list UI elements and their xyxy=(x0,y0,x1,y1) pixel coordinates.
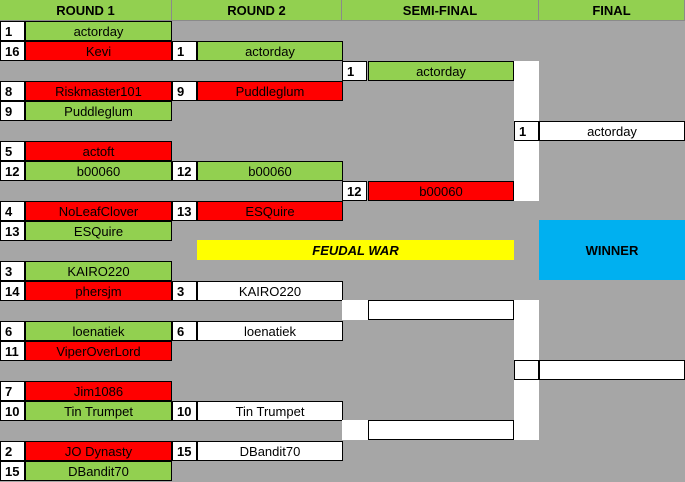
round1-seed: 16 xyxy=(0,41,25,61)
round2-seed: 3 xyxy=(172,281,197,301)
round2-player[interactable]: DBandit70 xyxy=(197,441,343,461)
round1-player[interactable]: actorday xyxy=(25,21,172,41)
round2-seed: 15 xyxy=(172,441,197,461)
bracket-connector xyxy=(342,420,368,440)
round1-player[interactable]: phersjm xyxy=(25,281,172,301)
round1-player[interactable]: loenatiek xyxy=(25,321,172,341)
round1-seed: 2 xyxy=(0,441,25,461)
round1-seed: 15 xyxy=(0,461,25,481)
round1-seed: 4 xyxy=(0,201,25,221)
round1-seed: 11 xyxy=(0,341,25,361)
round2-player[interactable]: b00060 xyxy=(197,161,343,181)
round1-player[interactable]: actoft xyxy=(25,141,172,161)
round1-player[interactable]: Puddleglum xyxy=(25,101,172,121)
final-player[interactable] xyxy=(539,360,685,380)
round2-player[interactable]: Tin Trumpet xyxy=(197,401,343,421)
header-semi-final: SEMI-FINAL xyxy=(342,0,539,21)
round1-seed: 9 xyxy=(0,101,25,121)
bracket-connector xyxy=(514,300,539,320)
semifinal-seed: 12 xyxy=(342,181,367,201)
bracket-connector xyxy=(514,320,539,360)
round1-player[interactable]: ViperOverLord xyxy=(25,341,172,361)
round1-player[interactable]: DBandit70 xyxy=(25,461,172,481)
round1-seed: 7 xyxy=(0,381,25,401)
round1-player[interactable]: NoLeafClover xyxy=(25,201,172,221)
round1-seed: 6 xyxy=(0,321,25,341)
round1-player[interactable]: b00060 xyxy=(25,161,172,181)
final-seed: 1 xyxy=(514,121,539,141)
round1-player[interactable]: ESQuire xyxy=(25,221,172,241)
semifinal-player[interactable] xyxy=(368,420,514,440)
round1-seed: 14 xyxy=(0,281,25,301)
bracket-connector xyxy=(514,181,539,201)
round2-seed: 13 xyxy=(172,201,197,221)
round1-player[interactable]: Kevi xyxy=(25,41,172,61)
bracket-connector xyxy=(514,141,539,181)
bracket-connector xyxy=(342,300,368,320)
semifinal-player[interactable] xyxy=(368,300,514,320)
bracket-connector xyxy=(514,81,539,121)
bracket-connector xyxy=(514,380,539,420)
semifinal-seed: 1 xyxy=(342,61,367,81)
round2-player[interactable]: Puddleglum xyxy=(197,81,343,101)
round1-seed: 1 xyxy=(0,21,25,41)
round2-seed: 10 xyxy=(172,401,197,421)
final-seed xyxy=(514,360,539,380)
round2-player[interactable]: loenatiek xyxy=(197,321,343,341)
round2-seed: 1 xyxy=(172,41,197,61)
round2-seed: 9 xyxy=(172,81,197,101)
semifinal-player[interactable]: actorday xyxy=(368,61,514,81)
bracket-connector xyxy=(514,420,539,440)
header-round2: ROUND 2 xyxy=(172,0,342,21)
round1-player[interactable]: Tin Trumpet xyxy=(25,401,172,421)
round2-player[interactable]: KAIRO220 xyxy=(197,281,343,301)
round1-seed: 8 xyxy=(0,81,25,101)
header-round1: ROUND 1 xyxy=(0,0,172,21)
round1-seed: 13 xyxy=(0,221,25,241)
round2-seed: 12 xyxy=(172,161,197,181)
bracket-connector xyxy=(514,61,539,81)
round1-seed: 12 xyxy=(0,161,25,181)
tournament-banner: FEUDAL WAR xyxy=(197,240,514,260)
round1-seed: 10 xyxy=(0,401,25,421)
round1-seed: 5 xyxy=(0,141,25,161)
round1-player[interactable]: JO Dynasty xyxy=(25,441,172,461)
round1-player[interactable]: Riskmaster101 xyxy=(25,81,172,101)
semifinal-player[interactable]: b00060 xyxy=(368,181,514,201)
round2-player[interactable]: actorday xyxy=(197,41,343,61)
round2-seed: 6 xyxy=(172,321,197,341)
round1-player[interactable]: Jim1086 xyxy=(25,381,172,401)
final-player[interactable]: actorday xyxy=(539,121,685,141)
round1-player[interactable]: KAIRO220 xyxy=(25,261,172,281)
winner-box: WINNER xyxy=(539,220,685,280)
round2-player[interactable]: ESQuire xyxy=(197,201,343,221)
header-final: FINAL xyxy=(539,0,685,21)
round1-seed: 3 xyxy=(0,261,25,281)
